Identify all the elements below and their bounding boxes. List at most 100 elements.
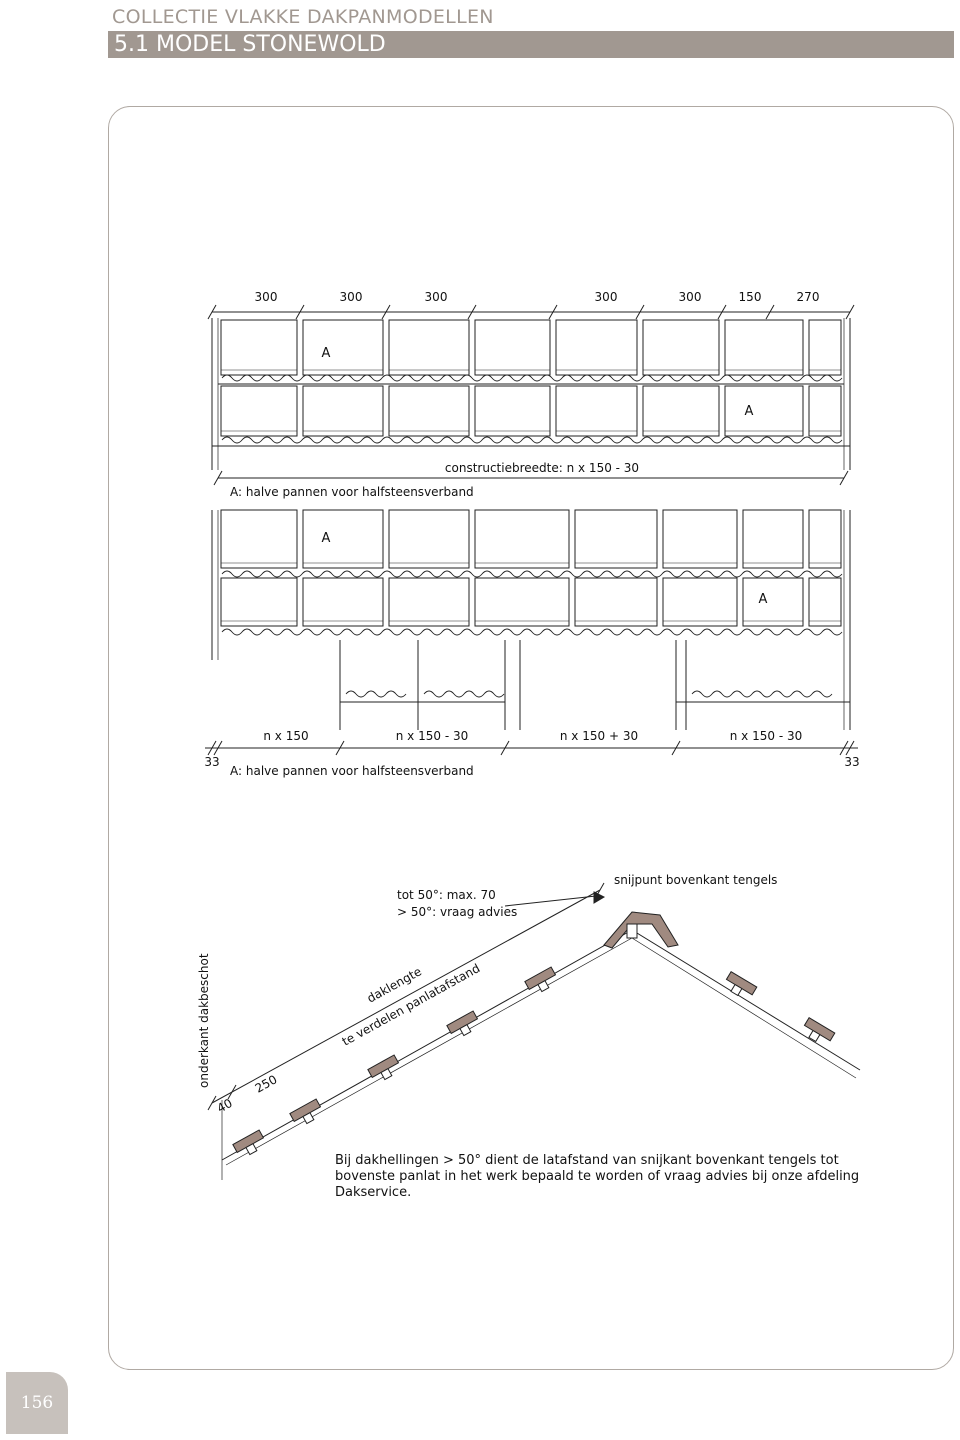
dimension-tick (635, 304, 645, 320)
batten (245, 1143, 258, 1156)
dimension-tick (845, 740, 855, 756)
bottom-dim-4: n x 150 - 30 (730, 729, 802, 743)
top-tile-row-2 (302, 385, 384, 437)
dimension-tick (207, 740, 217, 756)
top-dim-7: 270 (797, 290, 820, 304)
step-profile-2 (423, 690, 505, 698)
bottom-row-2-profile (221, 628, 843, 636)
bottom-tile-row-1 (808, 509, 842, 569)
bottom-tile-row-2 (574, 577, 658, 627)
top-tile-row-1 (724, 319, 804, 376)
bottom-tile-row-2 (220, 577, 298, 627)
batten (380, 1068, 393, 1081)
bottom-tile-row-1 (662, 509, 738, 569)
ridge-batten (626, 923, 638, 939)
dimension-tick (467, 304, 477, 320)
drawing-frame (108, 106, 954, 1370)
top-dim-1: 300 (255, 290, 278, 304)
dimension-tick (717, 304, 727, 320)
plan-bottom-drawing (205, 509, 858, 756)
top-row-1-profile (221, 374, 843, 382)
top-tile-row-1 (220, 319, 298, 376)
dimension-tick (839, 470, 849, 486)
dimension-tick (548, 304, 558, 320)
length-dimension-line (211, 889, 601, 1104)
bottom-tile-row-1 (474, 509, 570, 569)
bottom-row-1-profile (221, 570, 843, 578)
section-dimension-tick (207, 1095, 217, 1111)
angle-note-line-1: tot 50°: max. 70 (397, 888, 496, 902)
bottom-tile-row-1 (220, 509, 298, 569)
bottom-dim-2: n x 150 - 30 (396, 729, 468, 743)
batten (730, 983, 743, 997)
step-profile-1 (345, 690, 407, 698)
bottom-half-tile-a-1: A (322, 531, 331, 546)
bottom-dim-3: n x 150 + 30 (560, 729, 638, 743)
bottom-tile-row-2 (742, 577, 804, 627)
top-tile-row-1 (808, 319, 842, 376)
dimension-tick (765, 304, 775, 320)
bottom-tile-row-2 (474, 577, 570, 627)
bottom-tile-row-1 (302, 509, 384, 569)
batten (537, 980, 550, 993)
bottom-tile-row-2 (302, 577, 384, 627)
dimension-tick (845, 304, 855, 320)
dimension-tick (207, 304, 217, 320)
bottom-dim-1: n x 150 (263, 729, 308, 743)
tile-section-left-1 (232, 1129, 265, 1156)
dimension-tick (213, 470, 223, 486)
dimension-tick (213, 740, 223, 756)
tile-section-right-1 (725, 970, 758, 997)
dimension-tick (839, 740, 849, 756)
collection-title: COLLECTIE VLAKKE DAKPANMODELLEN (112, 6, 494, 28)
step-profile-3 (691, 690, 833, 698)
top-dim-3: 300 (425, 290, 448, 304)
dimension-tick (671, 740, 681, 756)
top-tile-row-2 (642, 385, 720, 437)
dimension-tick (381, 304, 391, 320)
leader-arrowhead (593, 891, 606, 904)
dim-250-label: 250 (253, 1072, 280, 1095)
dimension-tick (295, 304, 305, 320)
top-tile-row-2 (388, 385, 470, 437)
slope-note: Bij dakhellingen > 50° dient de latafsta… (335, 1153, 860, 1200)
dimension-tick (335, 740, 345, 756)
top-tile-row-2 (220, 385, 298, 437)
tile-section-right-2 (803, 1016, 836, 1043)
tile-section-left-2 (289, 1098, 322, 1125)
bottom-tile-row-1 (574, 509, 658, 569)
top-dim-6: 150 (739, 290, 762, 304)
dimension-tick (500, 740, 510, 756)
ridge-label: snijpunt bovenkant tengels (614, 873, 777, 887)
top-dim-5: 300 (679, 290, 702, 304)
angle-note-leader (504, 895, 597, 907)
edge-dim-left: 33 (204, 755, 219, 769)
ridge-cap (603, 911, 679, 949)
batten (302, 1112, 315, 1125)
bottom-half-tile-a-2: A (759, 592, 768, 607)
dim-40-label: 40 (215, 1096, 235, 1116)
bottom-tile-row-2 (808, 577, 842, 627)
tile-section-left-3 (367, 1054, 400, 1081)
top-tile-row-1 (642, 319, 720, 376)
top-tile-row-1 (474, 319, 551, 376)
top-dim-2: 300 (340, 290, 363, 304)
angle-note-line-2: > 50°: vraag advies (397, 905, 517, 919)
top-row-2-profile (221, 436, 843, 444)
section-dimension-tick (227, 1084, 237, 1100)
top-dim-4: 300 (595, 290, 618, 304)
batten (459, 1024, 472, 1037)
top-tile-row-2 (808, 385, 842, 437)
bottom-tile-row-1 (388, 509, 470, 569)
top-tile-row-2 (555, 385, 638, 437)
top-half-tile-a-2: A (745, 404, 754, 419)
top-half-tile-a-1: A (322, 346, 331, 361)
edge-dim-right: 33 (844, 755, 859, 769)
top-tile-row-2 (474, 385, 551, 437)
section-title: 5.1 MODEL STONEWOLD (108, 31, 954, 58)
bottom-caption: A: halve pannen voor halfsteensverband (230, 764, 474, 778)
plan-top-drawing (207, 304, 855, 486)
top-tile-row-2 (724, 385, 804, 437)
page-number: 156 (6, 1372, 68, 1434)
